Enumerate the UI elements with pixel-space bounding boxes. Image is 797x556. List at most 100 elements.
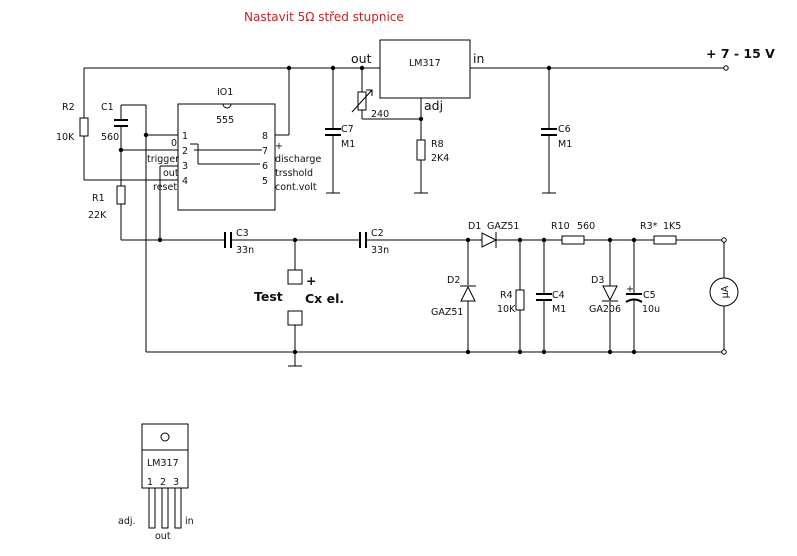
r2-label: R2 xyxy=(62,102,75,113)
d2-value: GAZ51 xyxy=(431,307,463,318)
d2-label: D2 xyxy=(447,275,460,286)
junction-dot xyxy=(143,132,149,138)
c5-label: C5 xyxy=(643,290,656,301)
c5-value: 10u xyxy=(642,304,660,315)
package-name: LM317 xyxy=(147,458,179,469)
package-pin-adj xyxy=(148,487,156,529)
ic-pin-label: 0 xyxy=(171,138,177,149)
junction-dot xyxy=(631,237,637,243)
ic-out-label: out xyxy=(163,168,179,179)
ic-threshold-label: trsshold xyxy=(275,168,313,179)
d1-value: GAZ51 xyxy=(487,221,519,232)
r10-label: R10 xyxy=(551,221,570,232)
junction-dot xyxy=(292,237,298,243)
c6-label: C6 xyxy=(558,124,571,135)
r3-label: R3* xyxy=(640,221,658,232)
resistor-r4 xyxy=(515,289,525,311)
ic-discharge-label: discharge xyxy=(275,154,321,165)
test-plus-label: + xyxy=(306,273,316,288)
ic-trigger-label: trigger xyxy=(147,154,179,165)
ic-contvolt-label: cont.volt xyxy=(275,182,317,193)
package-pin-number: 3 xyxy=(173,477,179,488)
junction-dot xyxy=(517,349,523,355)
d3-label: D3 xyxy=(591,275,604,286)
ic-pin-label: 4 xyxy=(182,176,188,187)
meter-label: µA xyxy=(720,285,731,298)
junction-dot xyxy=(118,147,124,153)
meter-terminal xyxy=(721,237,727,243)
r8-value: 2K4 xyxy=(431,153,449,164)
test-terminal-minus xyxy=(287,310,303,326)
resistor-r3 xyxy=(653,235,677,245)
test-cap-label: Cx el. xyxy=(305,291,344,306)
r2-value: 10K xyxy=(56,132,75,143)
package-in-label: in xyxy=(185,516,194,527)
ic-notch xyxy=(222,103,232,109)
trimmer-arrow xyxy=(351,89,373,113)
junction-dot xyxy=(418,116,424,122)
c5-plate-curved xyxy=(625,298,643,303)
junction-dot xyxy=(359,65,365,71)
d1-label: D1 xyxy=(468,221,481,232)
c2-label: C2 xyxy=(371,228,384,239)
package-tab xyxy=(141,423,189,451)
ic-pin-label: 5 xyxy=(262,176,268,187)
r4-label: R4 xyxy=(500,290,513,301)
resistor-r10 xyxy=(561,235,585,245)
package-hole xyxy=(160,432,170,442)
junction-dot xyxy=(465,237,471,243)
c3-value: 33n xyxy=(236,245,254,256)
r4-value: 10K xyxy=(497,304,516,315)
supply-terminal xyxy=(723,65,729,71)
lm317-regulator xyxy=(379,39,471,99)
c2-value: 33n xyxy=(371,245,389,256)
ic-name: IO1 xyxy=(217,87,233,98)
package-adj-label: adj. xyxy=(118,516,136,527)
junction-dot xyxy=(292,349,298,355)
ic-pin-label: 2 xyxy=(182,146,188,157)
junction-dot xyxy=(330,65,336,71)
ic-pin-label: 8 xyxy=(262,131,268,142)
r8-label: R8 xyxy=(431,139,444,150)
package-body xyxy=(141,449,189,489)
top-rail-wires xyxy=(83,67,724,194)
ic-pin-label: 3 xyxy=(182,161,188,172)
package-out-label: out xyxy=(155,531,171,542)
diode-d1 xyxy=(481,232,498,248)
trimmer-value: 240 xyxy=(371,109,389,120)
ic-internal-wires xyxy=(159,143,262,240)
junction-dot xyxy=(607,237,613,243)
junction-dot xyxy=(157,237,163,243)
c7-label: C7 xyxy=(341,124,354,135)
lm317-name: LM317 xyxy=(409,58,441,69)
c6-value: M1 xyxy=(558,139,572,150)
middle-wires xyxy=(121,239,725,367)
r1-label: R1 xyxy=(92,193,105,204)
c7-value: M1 xyxy=(341,139,355,150)
ic-pin-label: 7 xyxy=(262,146,268,157)
c4-label: C4 xyxy=(552,290,565,301)
package-pin-number: 2 xyxy=(160,477,166,488)
package-pin-number: 1 xyxy=(147,477,153,488)
ic-pin-label: 1 xyxy=(182,131,188,142)
package-pin-in xyxy=(174,487,182,529)
c1-wires xyxy=(120,104,178,352)
title: Nastavit 5Ω střed stupnice xyxy=(244,10,404,24)
supply-label: + 7 - 15 V xyxy=(706,46,775,61)
junction-dot xyxy=(631,349,637,355)
meter-terminal xyxy=(721,349,727,355)
lm317-in-label: in xyxy=(473,51,484,66)
lm317-adj-label: adj xyxy=(424,98,443,113)
junction-dot xyxy=(541,237,547,243)
r10-value: 560 xyxy=(577,221,595,232)
resistor-r2 xyxy=(79,117,89,137)
ic-type: 555 xyxy=(216,115,234,126)
diode-d3 xyxy=(602,285,618,302)
ic-reset-label: reset xyxy=(153,182,177,193)
resistor-r8 xyxy=(416,139,426,161)
c3-label: C3 xyxy=(236,228,249,239)
r1-value: 22K xyxy=(88,210,107,221)
ic-555 xyxy=(177,103,276,211)
diode-d2 xyxy=(460,285,476,302)
